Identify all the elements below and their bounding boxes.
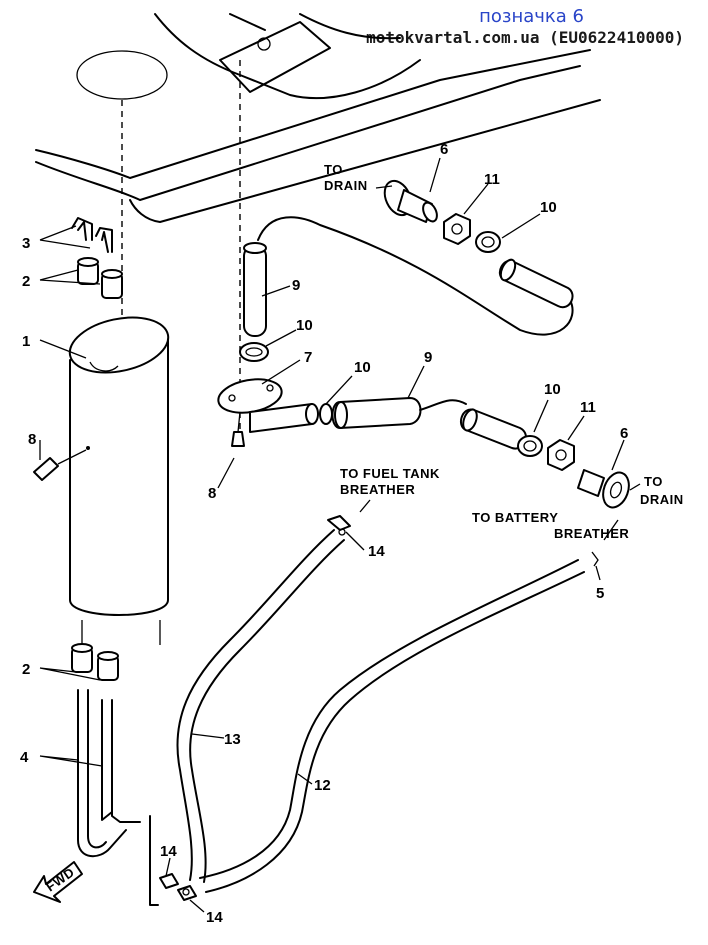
note-fuel-tank-2: BREATHER: [340, 482, 415, 497]
callout-8-left: 8: [28, 431, 36, 448]
callout-6-top: 6: [440, 141, 448, 158]
part-6-fitting-b: [577, 469, 630, 509]
drain-hose-lower: [459, 408, 527, 450]
callout-11-top: 11: [484, 171, 500, 188]
callout-7: 7: [304, 349, 312, 366]
callout-1: 1: [22, 333, 30, 350]
callouts: 3 2 1 8 2 4 8 6 11 10 9 10 7 10 9 10 11 …: [20, 141, 628, 926]
part-6-fitting-a: [383, 179, 438, 223]
part-10-clamp-b: [319, 403, 333, 425]
callout-11-right: 11: [580, 399, 596, 416]
part-9-hose-lower: [331, 397, 467, 429]
callout-9-upper: 9: [292, 277, 300, 294]
part-10-clamp-a: [239, 342, 269, 362]
drain-hose-upper: [498, 258, 574, 309]
callout-13: 13: [224, 731, 241, 748]
part-12-hose: [199, 559, 585, 893]
part-4-hoses: [77, 689, 159, 906]
note-to-drain-right-2: DRAIN: [640, 492, 684, 507]
callout-14-left: 14: [160, 843, 177, 860]
callout-4: 4: [20, 749, 29, 766]
callout-2-top: 2: [22, 273, 30, 290]
part-9-hose-upper: [243, 216, 574, 337]
source-caption: motokvartal.com.ua (EU0622410000): [366, 28, 684, 47]
callout-10-right: 10: [544, 381, 561, 398]
callout-14-top: 14: [368, 543, 385, 560]
part-5-clip: [591, 551, 599, 567]
fwd-arrow-icon: FWD: [33, 861, 83, 903]
callout-10-top: 10: [540, 199, 557, 216]
part-13-hose: [176, 529, 345, 883]
callout-10-center: 10: [354, 359, 371, 376]
callout-9-lower: 9: [424, 349, 432, 366]
callout-6-right: 6: [620, 425, 628, 442]
note-battery-2: BREATHER: [554, 526, 629, 541]
page-title: позначка 6: [479, 6, 584, 27]
part-11-nut-a: [443, 213, 471, 245]
part-2-caps-bottom: [71, 643, 119, 681]
part-8-screws: [33, 411, 245, 481]
note-to-drain-top-1: TO: [324, 162, 343, 177]
callout-2-bottom: 2: [22, 661, 30, 678]
hull-deck: [35, 13, 601, 223]
part-10-clamp-d: [475, 231, 501, 253]
note-to-drain-top-2: DRAIN: [324, 178, 368, 193]
part-7-outlet-flange: [217, 378, 319, 433]
callout-5: 5: [596, 585, 604, 602]
notes: TO DRAIN TO DRAIN TO FUEL TANK BREATHER …: [324, 162, 684, 541]
callout-8-mid: 8: [208, 485, 216, 502]
callout-12: 12: [314, 777, 331, 794]
callout-14-bottom: 14: [206, 909, 223, 926]
note-battery-1: TO BATTERY: [472, 510, 558, 525]
part-10-clamp-c: [517, 435, 543, 457]
leader-lines: [39, 157, 641, 913]
callout-10-mid: 10: [296, 317, 313, 334]
note-to-drain-right-1: TO: [644, 474, 663, 489]
callout-3: 3: [22, 235, 30, 252]
part-14-clips: [159, 515, 351, 901]
part-11-nut-b: [547, 439, 575, 471]
part-2-caps-top: [77, 257, 123, 299]
part-3-hoses: [71, 217, 113, 253]
note-fuel-tank-1: TO FUEL TANK: [340, 466, 440, 481]
part-1-canister: [68, 316, 170, 645]
